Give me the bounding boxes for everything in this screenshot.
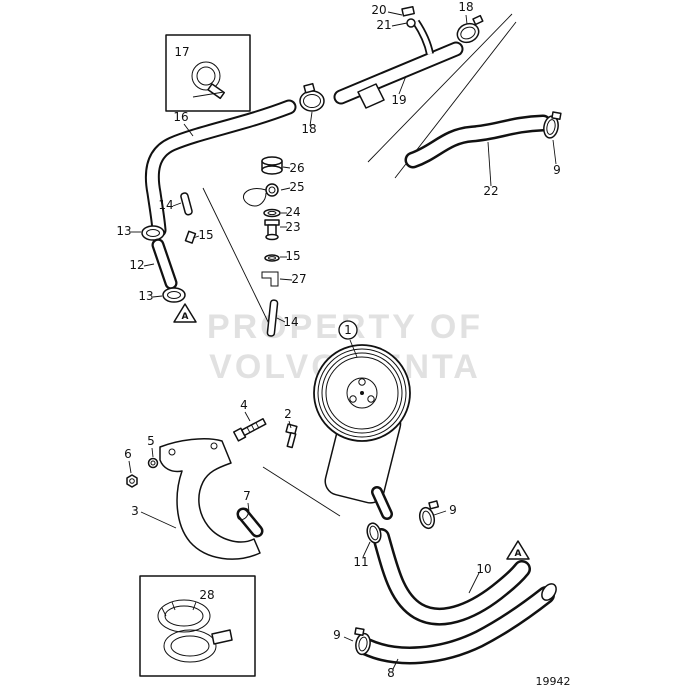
callout-18-top: 18 <box>458 0 473 14</box>
callout-16: 16 <box>173 110 188 124</box>
callout-11: 11 <box>353 555 368 569</box>
callout-1: 1 <box>344 323 352 337</box>
part-25-ring-cable <box>243 183 279 207</box>
part-15-piece-left <box>184 230 197 244</box>
triangle-letter-right: A <box>515 549 522 559</box>
callout-2: 2 <box>284 407 292 421</box>
callout-9-mid: 9 <box>449 503 457 517</box>
part-10-hose <box>372 528 531 626</box>
part-13-ring-upper <box>141 225 165 241</box>
callout-10: 10 <box>476 562 491 576</box>
callout-22: 22 <box>483 184 498 198</box>
part-4-bolt <box>233 418 267 442</box>
part-9-clamp-topright <box>543 111 562 139</box>
part-3-bracket <box>159 438 261 560</box>
part-13-ring-lower <box>162 287 186 303</box>
callout-5: 5 <box>147 434 155 448</box>
part-20-fitting <box>401 5 415 17</box>
callout-9-topright: 9 <box>553 163 561 177</box>
callout-4: 4 <box>240 398 248 412</box>
inset-box-28 <box>139 575 256 677</box>
inset-box-17 <box>165 34 251 112</box>
callout-13-upper: 13 <box>116 224 131 238</box>
triangle-marker-left: A <box>173 303 197 323</box>
callout-9-bottom: 9 <box>333 628 341 642</box>
triangle-letter-left: A <box>182 312 189 322</box>
callout-23: 23 <box>285 220 300 234</box>
part-19-tube <box>333 19 464 109</box>
callout-21: 21 <box>376 18 391 32</box>
callout-12: 12 <box>129 258 144 272</box>
callout-25: 25 <box>289 180 304 194</box>
callout-15-left: 15 <box>198 228 213 242</box>
callout-18-mid: 18 <box>301 122 316 136</box>
callout-28: 28 <box>199 588 214 602</box>
callout-26: 26 <box>289 161 304 175</box>
part-16-hose <box>144 99 297 238</box>
callout-20: 20 <box>371 3 386 17</box>
part-9-clamp-mid <box>418 500 440 530</box>
part-22-hose <box>404 114 552 169</box>
leader-lines <box>128 11 557 670</box>
part-12-connector <box>151 238 178 290</box>
callout-13-lower: 13 <box>138 289 153 303</box>
part-6-nut <box>126 474 138 488</box>
callout-1-circle <box>338 320 358 340</box>
callout-15-center: 15 <box>285 249 300 263</box>
callout-14-left: 14 <box>158 198 173 212</box>
part-26-cap <box>261 156 283 175</box>
part-24-washer <box>263 208 281 218</box>
part-5-washer <box>147 457 159 469</box>
callout-7: 7 <box>243 489 251 503</box>
part-8-hose <box>358 583 557 665</box>
part-18-clamp-top <box>456 14 484 44</box>
callout-24: 24 <box>285 205 300 219</box>
diagram-number: 19942 <box>536 675 571 688</box>
part-11-clamp <box>366 522 382 544</box>
callout-27: 27 <box>291 272 306 286</box>
part-23-valve <box>264 219 280 241</box>
part-1-pump-assembly <box>313 344 411 520</box>
part-14-pin-center <box>266 299 279 337</box>
callout-6: 6 <box>124 447 132 461</box>
part-15-washer-center <box>264 254 280 262</box>
part-21-fitting <box>406 18 416 28</box>
callout-3: 3 <box>131 504 139 518</box>
part-27-clip <box>261 271 279 287</box>
part-14-pin-left <box>180 192 193 216</box>
callouts: 17 20 21 18 19 18 16 26 25 24 23 14 13 1… <box>116 0 560 680</box>
callout-17: 17 <box>174 45 189 59</box>
part-2-bolt <box>285 423 298 449</box>
part-7-coupling <box>236 507 264 538</box>
part-18-clamp-mid <box>299 82 325 112</box>
triangle-marker-right: A <box>506 540 530 560</box>
callout-8: 8 <box>387 666 395 680</box>
part-9-clamp-bottom <box>354 627 371 656</box>
callout-19: 19 <box>391 93 406 107</box>
callout-14-center: 14 <box>283 315 298 329</box>
